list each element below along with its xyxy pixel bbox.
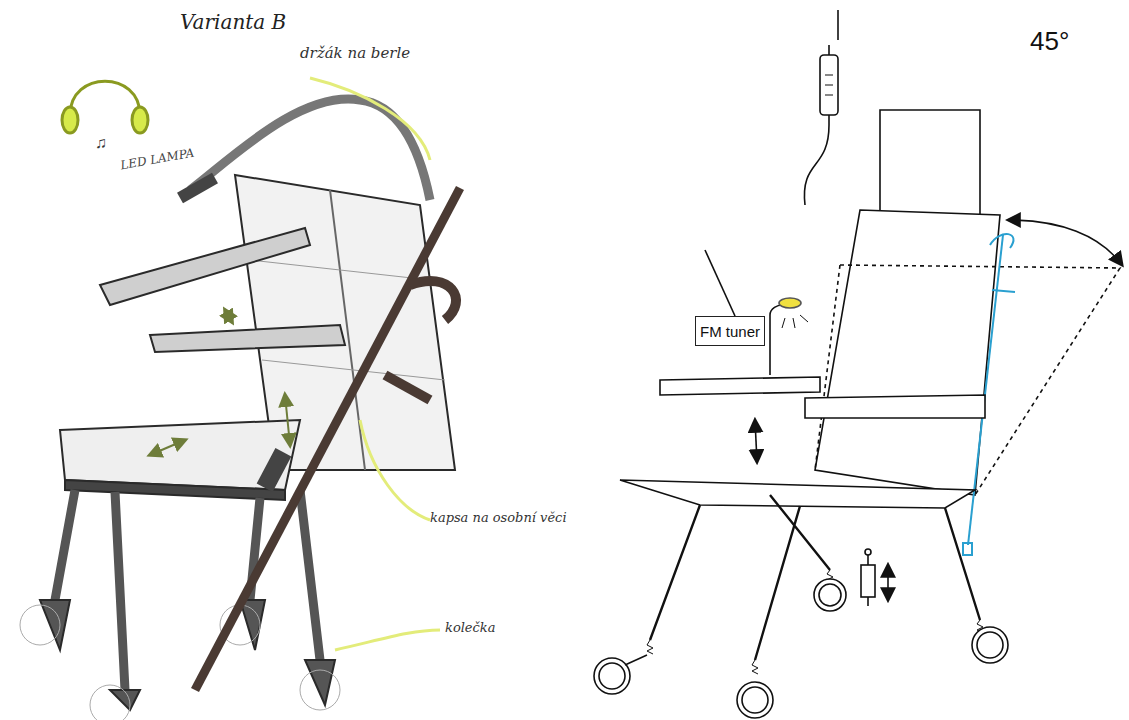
part-label: držák na berle — [300, 44, 410, 62]
label-box: FM tuner — [695, 316, 765, 346]
part-label: LED LAMPA — [119, 146, 195, 173]
sketch-chair: ♫ — [20, 78, 460, 720]
part-label: kolečka — [445, 620, 495, 635]
sketch-title: Varianta B — [180, 10, 286, 34]
svg-text:♫: ♫ — [95, 134, 107, 151]
technical-chair — [594, 10, 1122, 718]
angle-label: 45° — [1030, 26, 1069, 57]
box-text: FM tuner — [700, 323, 760, 340]
part-label: kapsa na osobní věci — [430, 510, 567, 525]
